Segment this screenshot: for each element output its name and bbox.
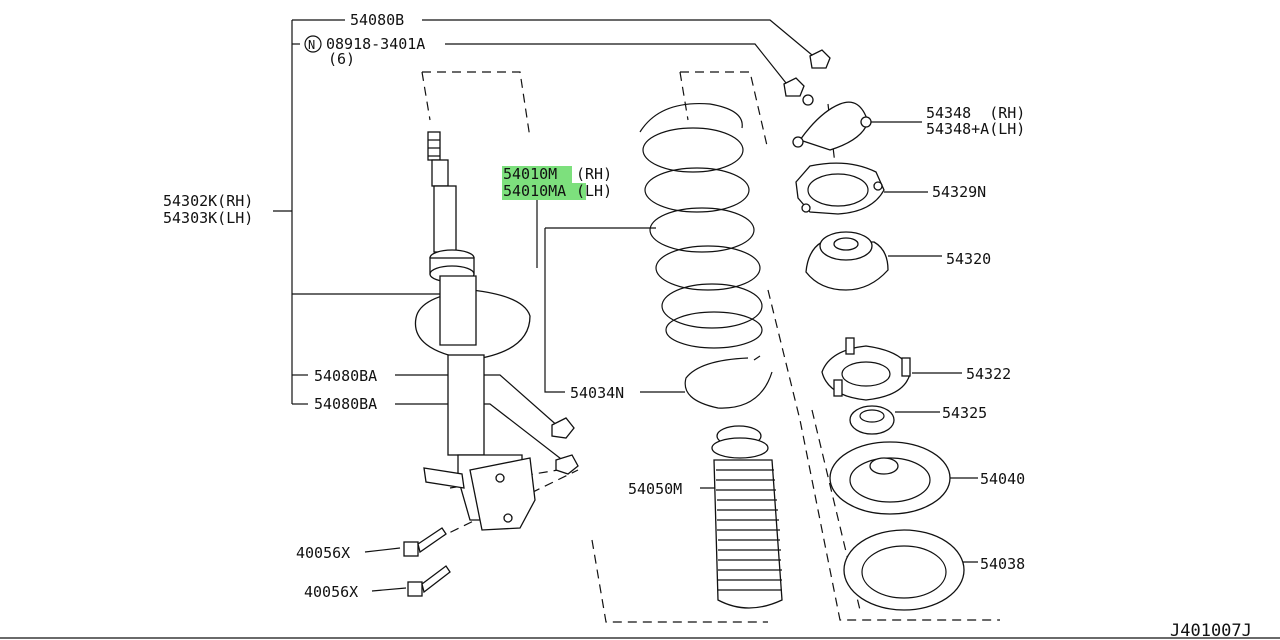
right-stack	[783, 49, 965, 611]
label-08918-3401a[interactable]: 08918-3401A	[326, 35, 425, 53]
bound-boot	[711, 425, 783, 609]
label-54302k[interactable]: 54302K(RH)	[163, 192, 253, 210]
bolts-left	[403, 417, 579, 597]
label-54320[interactable]: 54320	[946, 250, 991, 268]
label-54010ma[interactable]: 54010MA	[503, 182, 566, 200]
label-54010m-side: (RH)	[576, 165, 612, 183]
label-54348-lh[interactable]: 54348+A(LH)	[926, 120, 1025, 138]
label-54080b[interactable]: 54080B	[350, 11, 404, 29]
label-54325[interactable]: 54325	[942, 404, 987, 422]
n-circle-icon	[304, 35, 322, 53]
label-54348-rh[interactable]: 54348 (RH)	[926, 104, 1025, 122]
label-54040[interactable]: 54040	[980, 470, 1025, 488]
highlight-54010m	[502, 166, 572, 183]
label-54080ba-1[interactable]: 54080BA	[314, 367, 377, 385]
label-54010m[interactable]: 54010M	[503, 165, 557, 183]
label-54322[interactable]: 54322	[966, 365, 1011, 383]
label-qty: (6)	[328, 50, 355, 68]
spring-seat-rubber	[684, 355, 773, 409]
part-labels: 54080B N 08918-3401A (6) 54302K(RH) 5430…	[163, 11, 1252, 640]
label-54050m[interactable]: 54050M	[628, 480, 682, 498]
label-54010ma-side: (LH)	[576, 182, 612, 200]
label-40056x-1[interactable]: 40056X	[296, 544, 350, 562]
label-54329n[interactable]: 54329N	[932, 183, 986, 201]
label-n-symbol: N	[308, 38, 315, 52]
label-40056x-2[interactable]: 40056X	[304, 583, 358, 601]
highlight-54010ma	[502, 183, 586, 200]
label-54080ba-2[interactable]: 54080BA	[314, 395, 377, 413]
label-54034n[interactable]: 54034N	[570, 384, 624, 402]
strut-shock-absorber	[414, 131, 536, 531]
label-54038[interactable]: 54038	[980, 555, 1025, 573]
coil-spring	[639, 102, 763, 349]
diagram-code: J401007J	[1170, 621, 1252, 640]
label-54303k[interactable]: 54303K(LH)	[163, 209, 253, 227]
